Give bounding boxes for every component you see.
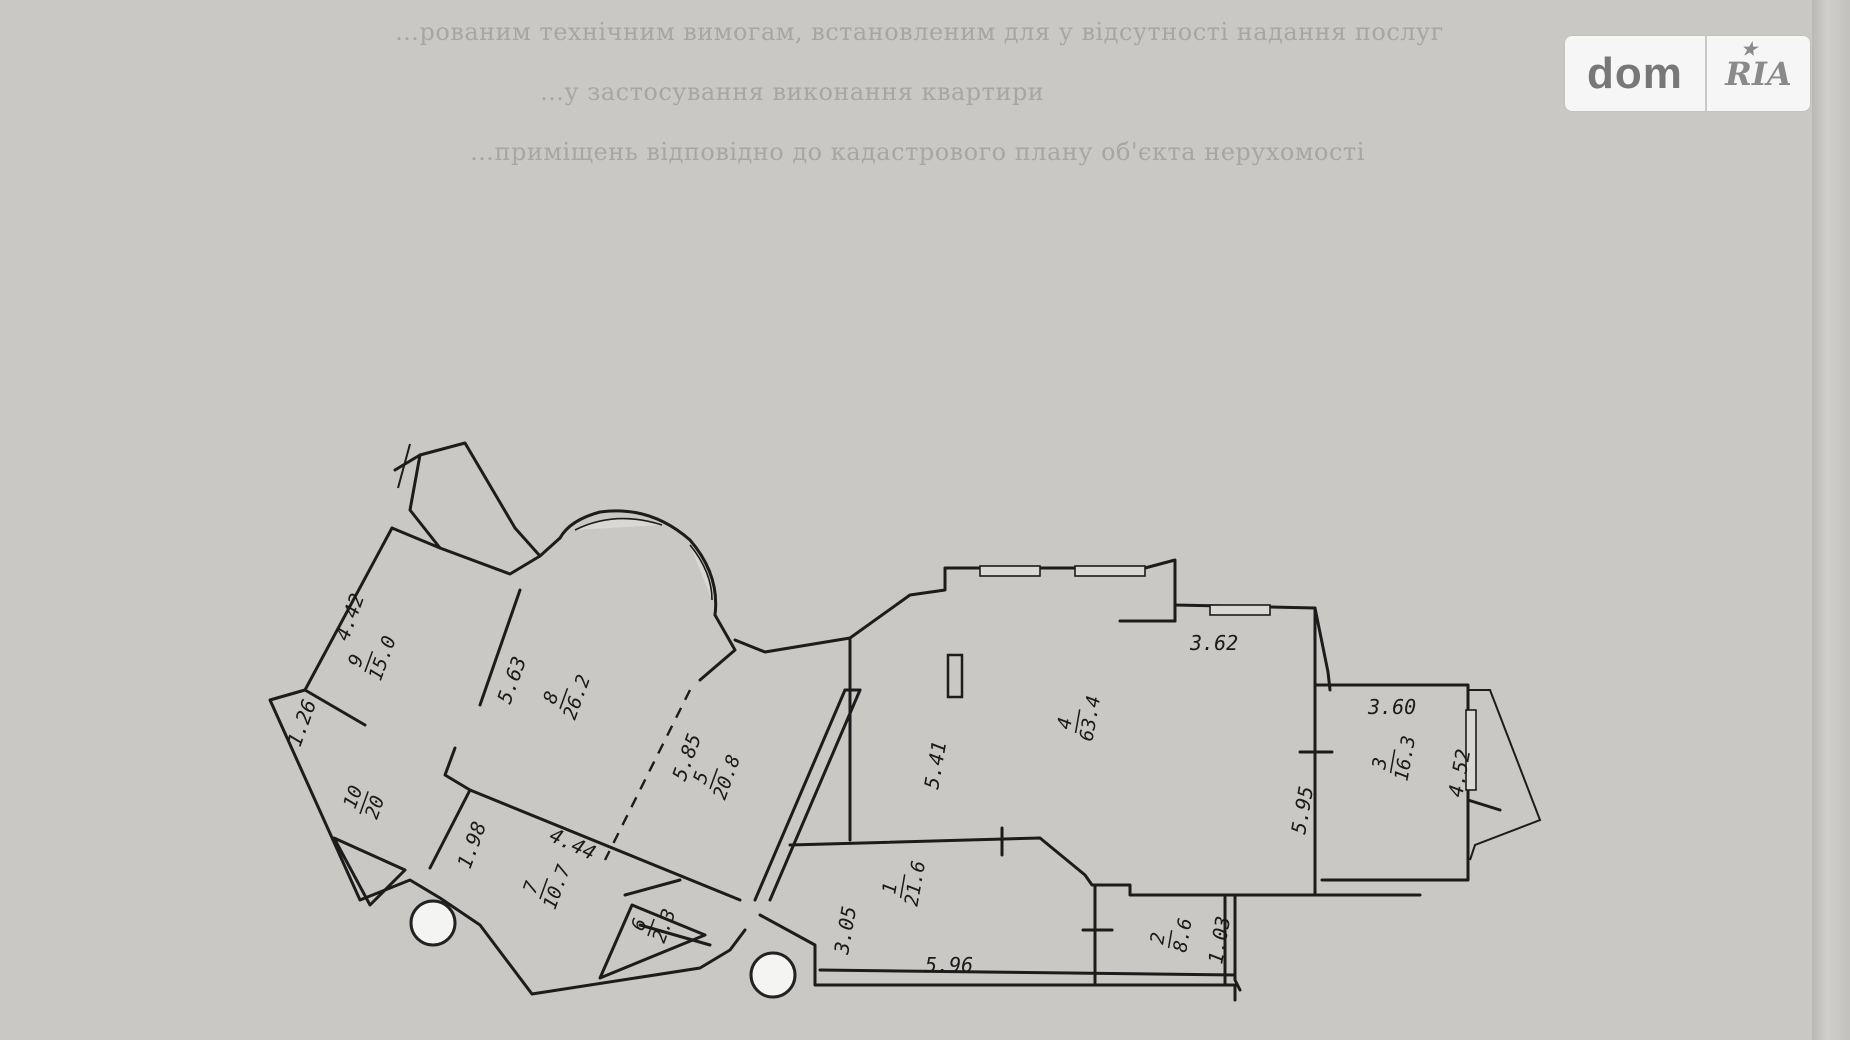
paper-edge xyxy=(1812,0,1850,1040)
dim-room3-top: 3.60 xyxy=(1367,695,1416,719)
riser-circle-1 xyxy=(409,899,457,947)
domria-logo: dom ★ RIA xyxy=(1565,36,1810,111)
wall-10-7 xyxy=(428,746,472,870)
room-label-3: 3 16.3 xyxy=(1368,734,1421,783)
wall-room4-diag xyxy=(753,688,847,902)
door-room3-balcony xyxy=(1466,798,1502,812)
logo-separator xyxy=(1705,36,1707,111)
wall-triangle-1 xyxy=(332,836,407,907)
wall-8-5 xyxy=(698,613,737,682)
window-room4-3 xyxy=(1209,604,1271,616)
wall-room4-top xyxy=(848,558,1332,692)
room-number-1: 1 xyxy=(878,881,902,896)
dim-room4-top: 3.62 xyxy=(1189,631,1238,655)
room-number-2: 2 xyxy=(1146,931,1170,946)
logo-ria-label: RIA xyxy=(1725,54,1792,93)
window-room3 xyxy=(1465,709,1477,791)
dim-room2-side: 1.03 xyxy=(1203,914,1235,966)
wall-room2 xyxy=(1093,883,1227,987)
room-number-9: 9 xyxy=(344,651,369,669)
dim-room7-long: 4.44 xyxy=(546,823,600,865)
wall-bay-window xyxy=(558,509,718,617)
window-room4-1 xyxy=(979,565,1041,577)
wall-room1-outer xyxy=(758,913,1237,1002)
room-label-4: 4 63.4 xyxy=(1053,694,1106,743)
room-number-7: 7 xyxy=(519,878,544,897)
room-area-1: 21.6 xyxy=(901,859,931,908)
star-icon: ★ xyxy=(1741,38,1758,60)
room-area-6: 2.3 xyxy=(648,906,680,946)
room-area-8: 26.2 xyxy=(559,672,595,723)
wall-room1-bottom xyxy=(818,968,1237,977)
riser-circle-2 xyxy=(749,951,797,999)
room-label-1: 1 21.6 xyxy=(878,859,931,908)
window-bay-1 xyxy=(574,517,663,531)
room-area-5: 20.8 xyxy=(709,752,745,803)
wall-room3-bay xyxy=(1468,689,1542,861)
header-text-line-3: …приміщень відповідно до кадастрового пл… xyxy=(470,138,1365,166)
dim-room10-edge: 1.26 xyxy=(282,696,321,749)
wall-room1-top xyxy=(788,836,1422,897)
wall-balcony-side xyxy=(408,453,442,550)
header-text-line-2: …у застосування виконання квартири xyxy=(540,78,1045,106)
dim-room4-side: 5.41 xyxy=(919,739,951,791)
logo-dom-text: dom xyxy=(1587,48,1683,98)
wall-6-bottom xyxy=(638,923,712,947)
wall-balcony-top xyxy=(393,441,542,558)
room-area-10: 20 xyxy=(361,793,390,822)
room-label-8: 8 26.2 xyxy=(539,672,595,723)
dim-room7-short: 1.98 xyxy=(452,818,491,871)
wall-left-top xyxy=(390,526,562,576)
wall-7-corridor xyxy=(468,788,742,902)
wall-6-top xyxy=(623,878,682,897)
room-number-3: 3 xyxy=(1368,756,1392,772)
header-text-line-1: …рованим технічним вимогам, встановленим… xyxy=(395,18,1444,46)
room-area-9: 15.0 xyxy=(365,633,401,684)
room-number-4: 4 xyxy=(1053,716,1077,731)
window-room4-2 xyxy=(1074,565,1146,577)
wall-9-10 xyxy=(303,688,367,727)
wall-triangle-2 xyxy=(598,903,707,980)
room-number-8: 8 xyxy=(539,688,564,706)
dim-room1-side: 3.05 xyxy=(829,904,861,957)
room-area-3: 16.3 xyxy=(1391,734,1421,783)
column-room4 xyxy=(946,653,964,699)
wall-9-8 xyxy=(478,588,522,707)
dim-room9-side: 4.42 xyxy=(330,590,369,643)
room-label-7: 7 10.7 xyxy=(519,861,575,912)
wall-5-corridor xyxy=(733,636,852,654)
wall-room3 xyxy=(1313,606,1470,882)
dim-room3-left: 5.95 xyxy=(1286,784,1318,836)
room-number-6: 6 xyxy=(627,915,652,933)
wall-left-wing xyxy=(268,526,747,996)
dim-room8-side: 5.63 xyxy=(492,653,531,706)
room-label-2: 2 8.6 xyxy=(1146,916,1197,954)
wall-room2-right xyxy=(1233,893,1242,992)
wall-room4-diag-2 xyxy=(768,688,862,902)
window-bay-2 xyxy=(689,544,713,601)
room-label-10: 10 20 xyxy=(339,783,390,822)
logo-ria-text: ★ RIA xyxy=(1707,39,1810,93)
room-area-4: 63.4 xyxy=(1076,694,1106,743)
room-area-2: 8.6 xyxy=(1169,916,1197,954)
dim-room1-bottom: 5.96 xyxy=(925,953,973,977)
wall-balcony-stub xyxy=(397,443,411,489)
dim-room3-right: 4.52 xyxy=(1443,747,1475,799)
